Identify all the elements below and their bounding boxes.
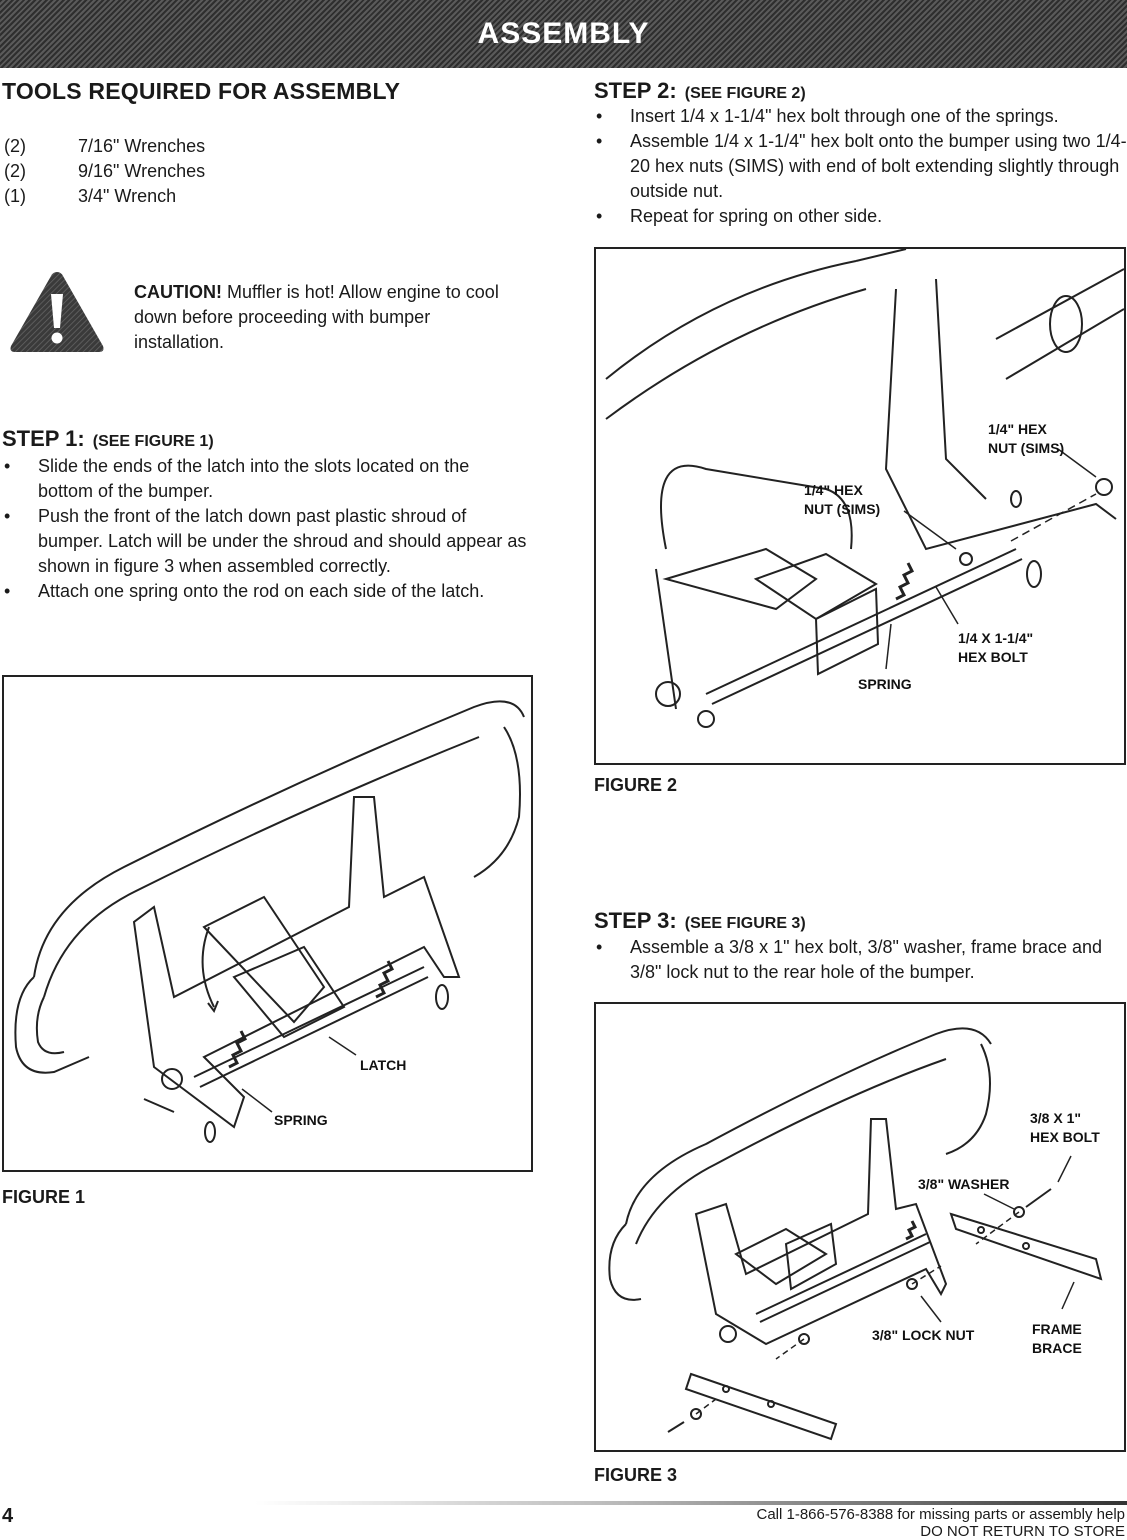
list-item: Assemble 1/4 x 1-1/4" hex bolt onto the …: [594, 129, 1127, 204]
step2-bullets: Insert 1/4 x 1-1/4" hex bolt through one…: [594, 104, 1127, 229]
step2-heading: STEP 2: (SEE FIGURE 2): [594, 78, 806, 104]
label-bolt-1: 1/4 X 1-1/4": [958, 630, 1033, 646]
list-item: Attach one spring onto the rod on each s…: [2, 579, 527, 604]
label-locknut: 3/8" LOCK NUT: [872, 1327, 975, 1343]
label-nut-right-1: 1/4" HEX: [988, 421, 1047, 437]
figure-2: 1/4" HEX NUT (SIMS) 1/4" HEX NUT (SIMS) …: [594, 247, 1126, 765]
label-latch: LATCH: [360, 1057, 406, 1073]
frame-brace-illustration: 3/8 X 1" HEX BOLT 3/8" WASHER 3/8" LOCK …: [608, 1027, 1103, 1441]
label-nut-right-2: NUT (SIMS): [988, 440, 1064, 456]
label-washer: 3/8" WASHER: [918, 1176, 1009, 1192]
step1-see: (SEE FIGURE 1): [92, 433, 214, 450]
step3-see: (SEE FIGURE 3): [684, 915, 806, 932]
tools-heading: TOOLS REQUIRED FOR ASSEMBLY: [2, 78, 401, 104]
tool-name: 7/16" Wrenches: [78, 136, 206, 156]
footer-call-line: Call 1-866-576-8388 for missing parts or…: [756, 1506, 1125, 1523]
step3-bullets: Assemble a 3/8 x 1" hex bolt, 3/8" washe…: [594, 935, 1127, 985]
step1-title: STEP 1:: [2, 426, 85, 451]
step2-title: STEP 2:: [594, 78, 677, 103]
step3-title: STEP 3:: [594, 908, 677, 933]
tool-qty: (2): [4, 161, 26, 181]
figure-1-caption: FIGURE 1: [2, 1187, 86, 1207]
tool-name: 3/4" Wrench: [78, 186, 177, 206]
page-number: 4: [2, 1505, 14, 1527]
list-item: Insert 1/4 x 1-1/4" hex bolt through one…: [594, 104, 1127, 129]
tool-name: 9/16" Wrenches: [78, 161, 206, 181]
figure-3: 3/8 X 1" HEX BOLT 3/8" WASHER 3/8" LOCK …: [594, 1002, 1126, 1452]
list-item: Assemble a 3/8 x 1" hex bolt, 3/8" washe…: [594, 935, 1127, 985]
step1-bullets: Slide the ends of the latch into the slo…: [2, 454, 527, 604]
label-spring: SPRING: [858, 676, 912, 692]
label-spring: SPRING: [274, 1112, 328, 1128]
label-nut-left-1: 1/4" HEX: [804, 482, 863, 498]
label-nut-left-2: NUT (SIMS): [804, 501, 880, 517]
footer-help: Call 1-866-576-8388 for missing parts or…: [756, 1506, 1125, 1540]
spring-bolt-illustration: 1/4" HEX NUT (SIMS) 1/4" HEX NUT (SIMS) …: [605, 248, 1125, 728]
step2-see: (SEE FIGURE 2): [684, 85, 806, 102]
label-bolt-2: HEX BOLT: [1030, 1129, 1100, 1145]
footer-return-line: DO NOT RETURN TO STORE: [920, 1523, 1125, 1540]
caution-message: Muffler is hot! Allow engine to cool dow…: [134, 282, 499, 352]
figure-1: LATCH SPRING: [2, 675, 533, 1172]
list-item: Slide the ends of the latch into the slo…: [2, 454, 527, 504]
step1-heading: STEP 1: (SEE FIGURE 1): [2, 426, 214, 452]
label-brace-1: FRAME: [1032, 1321, 1082, 1337]
bumper-latch-illustration: LATCH SPRING: [14, 700, 525, 1143]
caution-text: CAUTION! Muffler is hot! Allow engine to…: [134, 280, 524, 355]
step3-heading: STEP 3: (SEE FIGURE 3): [594, 908, 806, 934]
list-item: Push the front of the latch down past pl…: [2, 504, 527, 579]
tool-qty: (2): [4, 136, 26, 156]
banner-title: ASSEMBLY: [477, 17, 650, 50]
label-brace-2: BRACE: [1032, 1340, 1082, 1356]
footer-rule: [255, 1501, 1127, 1505]
tool-qty: (1): [4, 186, 26, 206]
label-bolt-2: HEX BOLT: [958, 649, 1028, 665]
list-item: Repeat for spring on other side.: [594, 204, 1127, 229]
label-bolt-1: 3/8 X 1": [1030, 1110, 1081, 1126]
figure-2-caption: FIGURE 2: [594, 775, 678, 795]
caution-label: CAUTION!: [134, 282, 222, 302]
warning-triangle-icon: [10, 272, 104, 352]
section-banner: ASSEMBLY: [0, 0, 1127, 68]
figure-3-caption: FIGURE 3: [594, 1465, 678, 1485]
